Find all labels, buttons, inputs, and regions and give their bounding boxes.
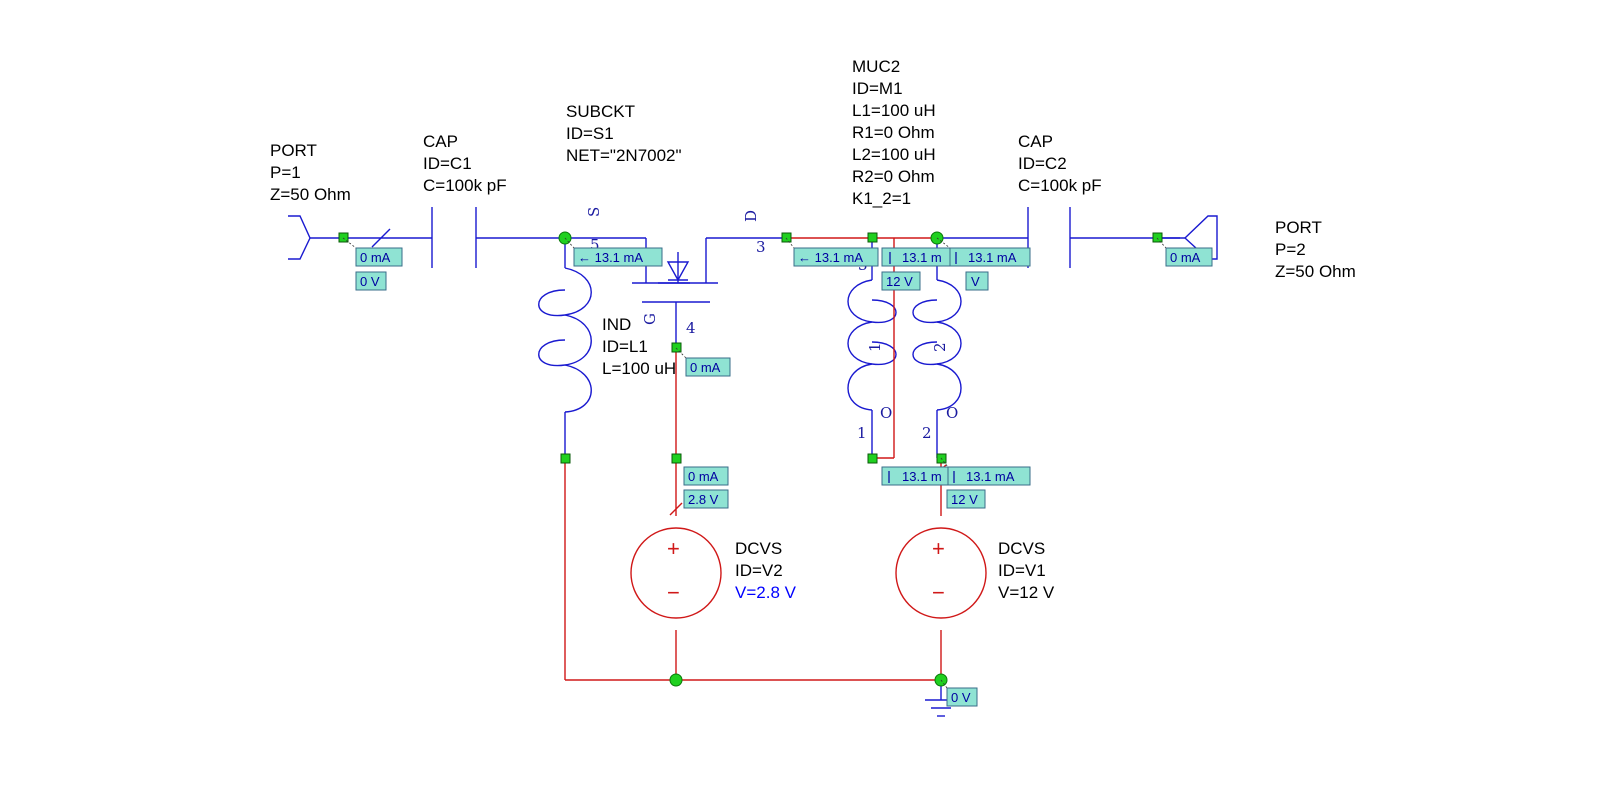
- pin-v2-top[interactable]: [671, 453, 682, 464]
- subckt-net: NET="2N7002": [566, 146, 682, 165]
- pin-drain[interactable]: [781, 232, 792, 243]
- muc2-r1: R1=0 Ohm: [852, 123, 935, 142]
- dcvs2-name: DCVS: [735, 539, 782, 558]
- annotation-port1-voltage[interactable]: 0 V: [355, 271, 387, 291]
- svg-text:0 mA: 0 mA: [1170, 250, 1201, 265]
- svg-text:0 V: 0 V: [360, 274, 380, 289]
- annotation-ground-voltage[interactable]: 0 V: [946, 687, 978, 707]
- dcvs2-minus: −: [667, 580, 680, 605]
- muc2-name: MUC2: [852, 57, 900, 76]
- dcvs1-plus: +: [932, 536, 945, 561]
- annotation-muc-in2-current[interactable]: 13.1 mA: [949, 247, 1031, 267]
- annotation-coil2-bottom-current[interactable]: 13.1 mA: [947, 466, 1031, 486]
- svg-text:← 13.1 mA: ← 13.1 mA: [578, 250, 643, 265]
- annotation-port1-current[interactable]: 0 mA: [355, 247, 403, 267]
- cap1-id: ID=C1: [423, 154, 472, 173]
- coupled-inductor-m1[interactable]: [847, 238, 962, 458]
- subckt-pin-g: G: [641, 313, 659, 325]
- pin-muc-3[interactable]: [867, 232, 878, 243]
- svg-text:13.1 mA: 13.1 mA: [966, 469, 1015, 484]
- port2-z: Z=50 Ohm: [1275, 262, 1356, 281]
- annotation-gate-current[interactable]: 0 mA: [685, 357, 731, 377]
- svg-text:2.8 V: 2.8 V: [688, 492, 719, 507]
- muc2-pin-1: 1: [857, 424, 867, 442]
- svg-text:13.1 mA: 13.1 mA: [968, 250, 1017, 265]
- node-ground-left[interactable]: [669, 673, 683, 687]
- annotation-drain-current[interactable]: ← 13.1 mA: [793, 247, 879, 267]
- svg-text:V: V: [971, 274, 980, 289]
- cap2-name: CAP: [1018, 132, 1053, 151]
- annotation-v2-voltage[interactable]: 2.8 V: [683, 489, 729, 509]
- subckt-pin-4: 4: [686, 319, 696, 337]
- muc2-l1: L1=100 uH: [852, 101, 936, 120]
- dc-source-v2[interactable]: [630, 527, 722, 619]
- muc2-coil1-label: 1: [866, 342, 884, 352]
- pin-port1[interactable]: [338, 232, 349, 243]
- annotation-muc-voltage2[interactable]: V: [965, 271, 989, 291]
- annotation-coil1-bottom-current[interactable]: 13.1 m: [881, 466, 949, 486]
- muc2-dot-1: O: [880, 404, 892, 422]
- cap1-name: CAP: [423, 132, 458, 151]
- inductor-l1[interactable]: [538, 238, 592, 458]
- annotation-muc-voltage1[interactable]: 12 V: [881, 271, 921, 291]
- muc2-dot-2: O: [946, 404, 958, 422]
- annotation-port2-current[interactable]: 0 mA: [1165, 247, 1213, 267]
- dcvs2-plus: +: [667, 536, 680, 561]
- cap1-c: C=100k pF: [423, 176, 507, 195]
- dcvs1-v: V=12 V: [998, 583, 1055, 602]
- svg-text:0 V: 0 V: [951, 690, 971, 705]
- subckt-pin-5: 5: [590, 236, 600, 254]
- subckt-pin-d: D: [742, 210, 760, 222]
- subckt-pin-s: S: [585, 207, 603, 217]
- subckt-pin-3: 3: [756, 238, 766, 256]
- muc2-coil2-label: 2: [931, 342, 949, 352]
- port1-name: PORT: [270, 141, 317, 160]
- port2-p: P=2: [1275, 240, 1306, 259]
- ind-id: ID=L1: [602, 337, 648, 356]
- dcvs1-name: DCVS: [998, 539, 1045, 558]
- capacitor-c1[interactable]: [431, 207, 565, 268]
- subckt-id: ID=S1: [566, 124, 614, 143]
- cap2-id: ID=C2: [1018, 154, 1067, 173]
- muc2-k: K1_2=1: [852, 189, 911, 208]
- dcvs1-id: ID=V1: [998, 561, 1046, 580]
- pin-gate[interactable]: [671, 342, 682, 353]
- cap2-c: C=100k pF: [1018, 176, 1102, 195]
- port1-symbol[interactable]: [288, 215, 432, 260]
- dc-source-v1[interactable]: [895, 527, 987, 619]
- svg-text:0 mA: 0 mA: [688, 469, 719, 484]
- annotation-source-current[interactable]: ← 13.1 mA: [573, 247, 663, 267]
- port1-z: Z=50 Ohm: [270, 185, 351, 204]
- svg-text:← 13.1 mA: ← 13.1 mA: [798, 250, 863, 265]
- annotation-v2-current[interactable]: 0 mA: [683, 466, 729, 486]
- port2-name: PORT: [1275, 218, 1322, 237]
- pin-ind-bottom[interactable]: [560, 453, 571, 464]
- annotation-leaders: [342, 237, 1167, 689]
- muc2-r2: R2=0 Ohm: [852, 167, 935, 186]
- annotation-muc-in-current[interactable]: 13.1 m: [881, 247, 951, 267]
- dc-wires: [564, 237, 947, 681]
- dcvs2-id: ID=V2: [735, 561, 783, 580]
- svg-text:12 V: 12 V: [886, 274, 913, 289]
- dcvs2-v[interactable]: V=2.8 V: [735, 583, 797, 602]
- subckt-mosfet[interactable]: [565, 237, 786, 348]
- pin-port2[interactable]: [1152, 232, 1163, 243]
- svg-text:0 mA: 0 mA: [690, 360, 721, 375]
- port1-p: P=1: [270, 163, 301, 182]
- svg-text:13.1 m: 13.1 m: [902, 250, 942, 265]
- svg-text:12 V: 12 V: [951, 492, 978, 507]
- ind-name: IND: [602, 315, 631, 334]
- svg-text:13.1 m: 13.1 m: [902, 469, 942, 484]
- muc2-pin-2: 2: [922, 424, 932, 442]
- muc2-id: ID=M1: [852, 79, 903, 98]
- annotation-v1-voltage[interactable]: 12 V: [946, 489, 986, 509]
- subckt-name: SUBCKT: [566, 102, 635, 121]
- svg-text:0 mA: 0 mA: [360, 250, 391, 265]
- pin-muc-1[interactable]: [867, 453, 878, 464]
- ind-l: L=100 uH: [602, 359, 676, 378]
- dcvs1-minus: −: [932, 580, 945, 605]
- muc2-l2: L2=100 uH: [852, 145, 936, 164]
